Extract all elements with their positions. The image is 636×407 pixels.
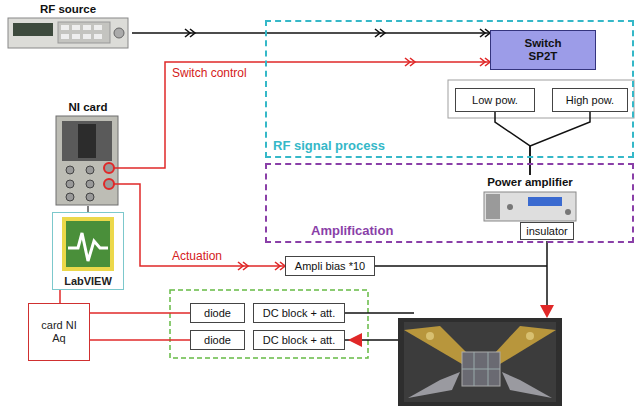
output-port [104, 163, 114, 173]
node-label: High pow. [566, 94, 614, 107]
node-label: Low pow. [472, 94, 518, 107]
arrow-head [348, 333, 362, 347]
amplifier-knob [507, 204, 513, 210]
bnc-port [66, 193, 74, 201]
chip-grid [462, 369, 500, 370]
amplifier-body [484, 192, 576, 221]
node-label: RF signal process [273, 139, 385, 154]
node-label: insulator [526, 225, 568, 238]
signal-connector [495, 112, 530, 175]
instrument-key [61, 34, 69, 39]
amplifier-handle [486, 194, 500, 219]
process-box: Low pow. [455, 88, 535, 112]
probe-screw [426, 332, 434, 340]
logo-field [66, 221, 110, 267]
instrument-key [94, 34, 102, 39]
bnc-port [86, 193, 94, 201]
instrument-key [83, 25, 91, 30]
probe-screw [526, 332, 534, 340]
process-box: Ampli bias *10 [285, 256, 375, 276]
signal-connector [90, 312, 190, 314]
signal-connector [124, 62, 490, 168]
amplifier-knob [565, 209, 571, 215]
node-label: Ampli bias *10 [295, 260, 365, 273]
bnc-port [66, 166, 74, 174]
node-label: diode [204, 334, 231, 347]
detection-group-frame [170, 290, 368, 358]
power-amplifier-unit [484, 192, 576, 221]
probe-arm [492, 326, 556, 364]
probe-arm [408, 372, 460, 398]
edge-label: Actuation [172, 249, 222, 263]
instrument-picture: RF source [4, 2, 132, 50]
instrument-key [94, 25, 102, 30]
measure-wire [345, 312, 414, 314]
rf-wire [546, 241, 548, 308]
node-label: NI card [69, 101, 108, 114]
output-port [104, 179, 114, 189]
node-label: diode [204, 307, 231, 320]
node-label: Amplification [311, 224, 393, 239]
node-label: DC block + att. [263, 307, 335, 320]
chassis-panel [62, 121, 112, 161]
signal-connector [59, 290, 61, 303]
probe-stage [404, 322, 556, 402]
node-label: RF source [40, 3, 96, 16]
instrument-key [72, 25, 80, 30]
probe-station [398, 318, 562, 406]
node-label: Power amplifier [487, 176, 573, 189]
bnc-port [86, 166, 94, 174]
logo-frame [62, 217, 114, 271]
amplifier-display [528, 197, 562, 206]
probe-arm [502, 372, 552, 398]
node-label: Switch SP2T [511, 37, 575, 63]
node-label: LabVIEW [64, 275, 112, 288]
process-box: Switch SP2T [490, 30, 596, 70]
bias-wire [375, 265, 547, 267]
instrument-picture: NI card [52, 100, 124, 206]
logo-pulse [68, 233, 108, 261]
instrument-knob [114, 28, 124, 38]
instrument-body [8, 18, 128, 48]
group-band: RF signal process Switch SP2T Low pow. High… [265, 20, 634, 158]
instrument-display [13, 23, 53, 36]
instrument-key [61, 25, 69, 30]
process-box: High pow. [552, 88, 628, 112]
signal-connector [132, 32, 490, 34]
node-label: card NI Aq [35, 319, 83, 344]
labview-logo [62, 217, 114, 271]
switch-output-panel [448, 80, 634, 118]
instrument-keypad [58, 22, 110, 43]
connector-strip [78, 124, 96, 158]
group-band: Amplification Power amplifier insulator [265, 163, 634, 243]
edge-label: Switch control [172, 66, 247, 80]
instrument-picture: Power amplifier [482, 175, 578, 222]
arrow-head [540, 305, 554, 318]
rf-source-instrument [8, 18, 128, 48]
process-box: DC block + att. [253, 303, 345, 323]
signal-connector [90, 339, 190, 341]
process-box: diode [190, 330, 245, 350]
bnc-port [86, 180, 94, 188]
probe-arm [404, 326, 470, 364]
process-box: DC block + att. [253, 330, 345, 350]
bnc-port [66, 180, 74, 188]
port-stub [114, 167, 124, 169]
signal-connector [124, 184, 285, 266]
process-box: card NI Aq [28, 303, 90, 361]
process-box: insulator [520, 222, 574, 240]
signal-connector [530, 112, 590, 175]
probe-background [398, 318, 562, 406]
instrument-key [72, 34, 80, 39]
software-logo-box: LabVIEW [52, 212, 124, 290]
node-label: DC block + att. [263, 334, 335, 347]
chip [462, 352, 500, 386]
instrument-key [83, 34, 91, 39]
process-box: diode [190, 303, 245, 323]
chassis-body [56, 116, 118, 205]
ni-card-chassis [56, 116, 124, 205]
port-stub [114, 183, 124, 185]
